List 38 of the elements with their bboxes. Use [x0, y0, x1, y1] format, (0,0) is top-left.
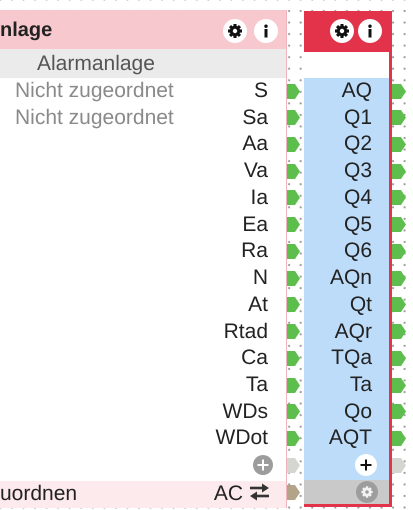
subtitle-bar: Alarmanlage	[0, 49, 286, 78]
pin-label: S	[254, 79, 268, 103]
pin-label: Ta	[246, 373, 268, 397]
pin-label: Q5	[344, 213, 372, 237]
pin-label: AQr	[334, 320, 372, 344]
assignment-text: Nicht zugeordnet	[15, 79, 174, 103]
pin-label: Ea	[242, 213, 268, 237]
pin-label: Sa	[242, 106, 268, 130]
pin-label: WDot	[216, 426, 268, 450]
pin-label: TQa	[331, 346, 372, 370]
pin-label: Ca	[241, 346, 268, 370]
pin-label: WDs	[222, 400, 268, 424]
pin-label: Qo	[344, 400, 372, 424]
pin-label: Aa	[242, 132, 268, 156]
pin-label: Rtad	[224, 320, 268, 344]
output-panel	[304, 78, 389, 480]
pin-label: Q2	[344, 132, 372, 156]
pin-label: Q4	[344, 186, 372, 210]
pin-label: AC	[214, 482, 243, 506]
pin-label: AQ	[342, 79, 372, 103]
pin-label: Q6	[344, 239, 372, 263]
pin-label: Va	[244, 159, 268, 183]
pin-label: Ia	[250, 186, 268, 210]
pin-label: Ta	[350, 373, 372, 397]
pin-label: Ra	[241, 239, 268, 263]
pin-label: Q3	[344, 159, 372, 183]
assignment-text: Nicht zugeordnet	[15, 106, 174, 130]
function-block	[0, 10, 287, 508]
pin-label: Qt	[350, 293, 372, 317]
block-title: nlage	[0, 18, 52, 42]
pin-label: Q1	[344, 106, 372, 130]
pin-label: AQn	[330, 266, 372, 290]
pin-label: At	[248, 293, 268, 317]
function-block	[304, 11, 392, 507]
pin-label: N	[252, 266, 268, 290]
pin-label: AQT	[328, 426, 372, 450]
footer-bar	[0, 481, 286, 508]
row-label: uordnen	[0, 482, 78, 506]
